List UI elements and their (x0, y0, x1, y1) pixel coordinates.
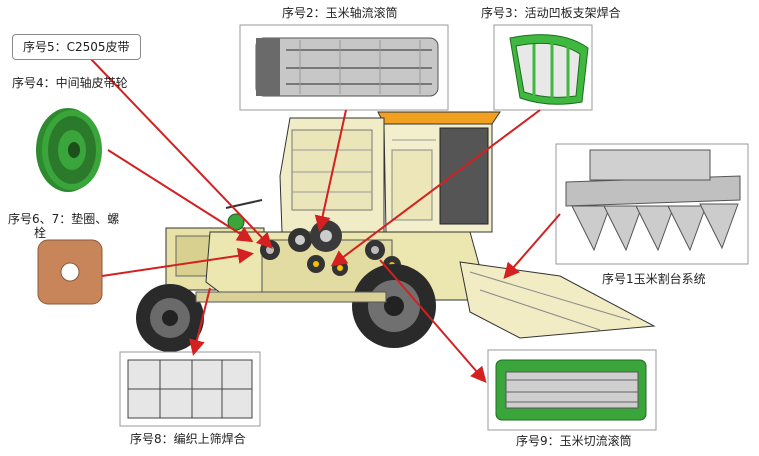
arrow-drum (314, 109, 347, 232)
arrow-washer (101, 247, 254, 277)
pulley-image (36, 108, 102, 192)
label-header: 序号1玉米割台系统 (602, 272, 706, 286)
washer-image (37, 239, 103, 305)
callout-arrows (89, 57, 561, 384)
axial-drum-image (255, 37, 439, 97)
label-washer-line2: 栓 (34, 226, 47, 240)
arrow-concave (330, 109, 541, 267)
label-concave: 序号3：活动凹板支架焊合 (481, 6, 621, 20)
arrow-cutdrum (379, 259, 487, 384)
cutdrum-image (495, 359, 647, 421)
label-washer-line1: 序号6、7：垫圈、螺 (8, 212, 120, 226)
screen-image (127, 359, 253, 419)
arrow-screen-1 (189, 287, 211, 356)
label-cutdrum: 序号9：玉米切流滚筒 (516, 434, 632, 448)
header-image (565, 149, 741, 252)
concave-image (509, 34, 589, 105)
label-drum: 序号2：玉米轴流滚筒 (282, 6, 398, 20)
label-screen: 序号8：编织上筛焊合 (130, 432, 246, 446)
label-pulley: 序号4：中间轴皮带轮 (12, 76, 128, 90)
arrow-belt (89, 57, 273, 249)
harvester-machine (136, 111, 656, 352)
arrow-pulley (107, 149, 254, 243)
arrow-header (503, 213, 561, 280)
label-belt: 序号5：C2505皮带 (12, 34, 141, 60)
